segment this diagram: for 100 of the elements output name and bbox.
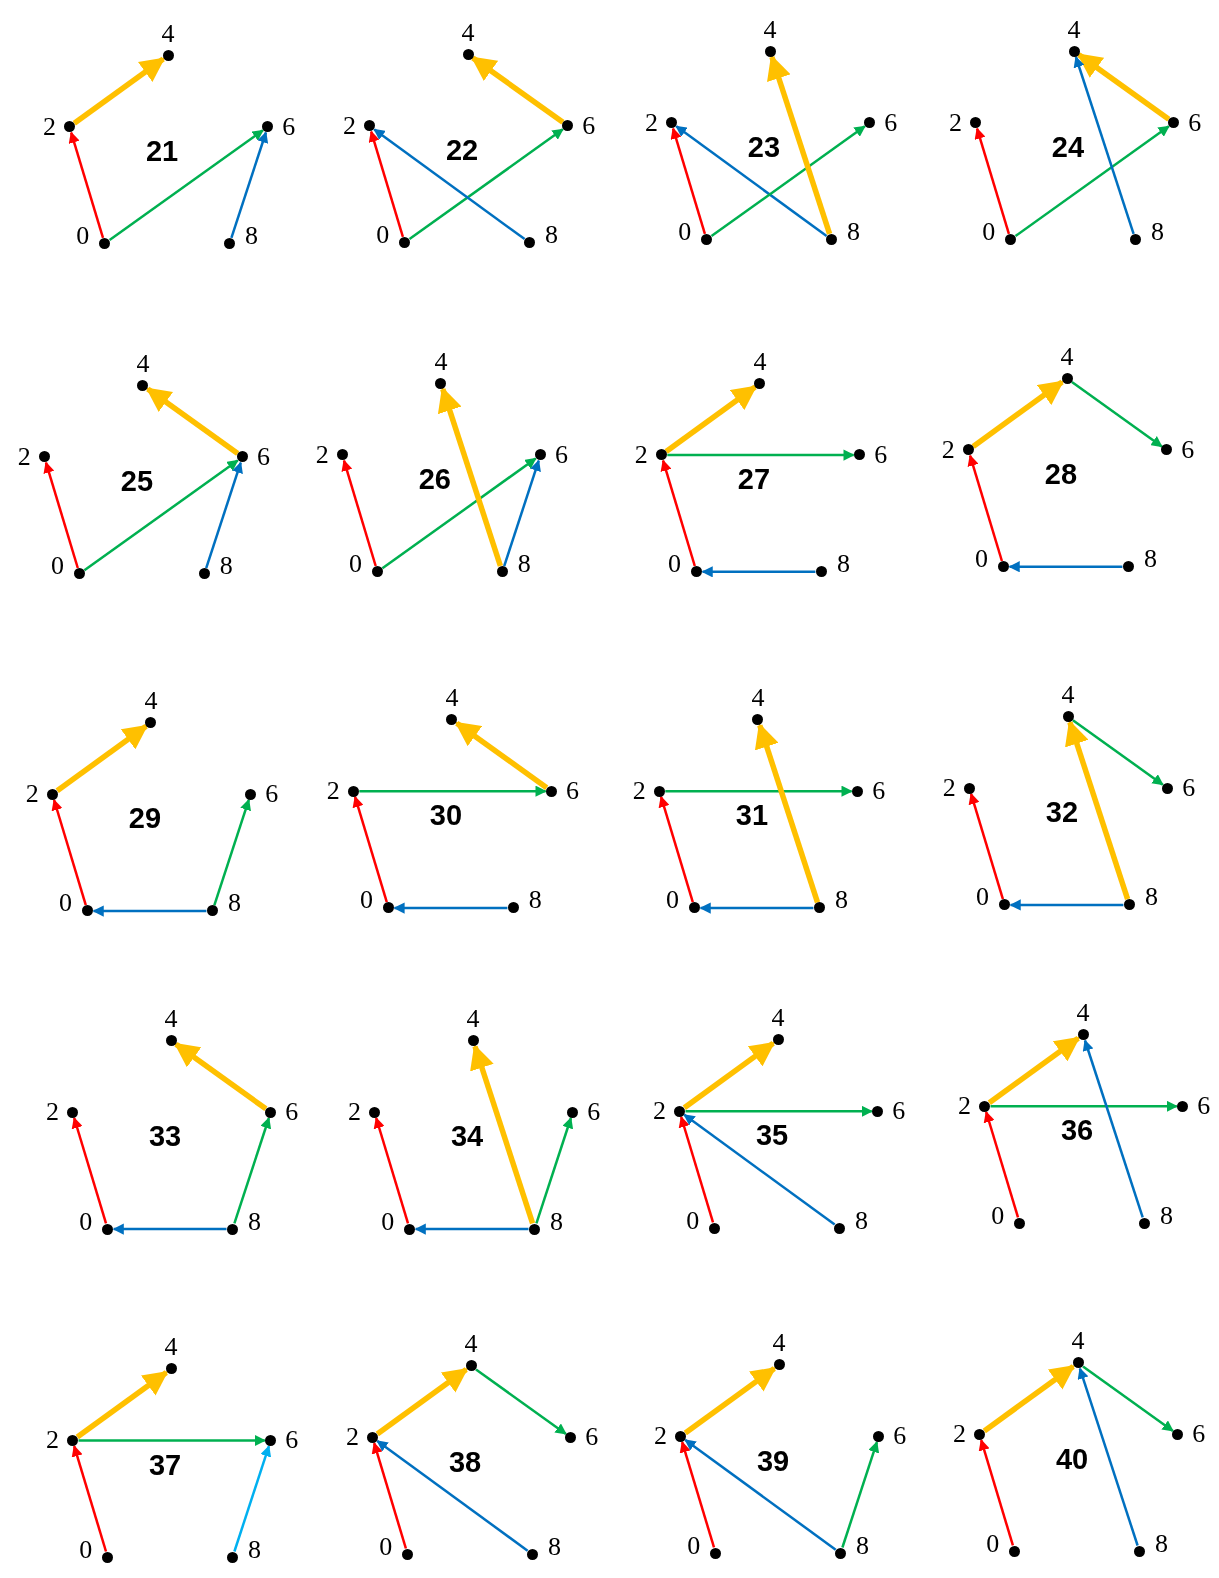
vertex-label: 2 (45, 1099, 59, 1126)
vertex-label: 4 (164, 1006, 178, 1033)
vertex-label: 8 (245, 223, 258, 250)
vertex-label: 4 (1071, 1328, 1085, 1355)
arrow (68, 131, 105, 239)
vertex-label: 2 (652, 1098, 666, 1125)
panel-number: 31 (735, 800, 769, 830)
vertex-label: 4 (751, 685, 765, 712)
vertex-label: 4 (1060, 343, 1074, 370)
vertex-label: 4 (461, 19, 475, 46)
vertex-label: 2 (942, 775, 956, 802)
arrow (675, 125, 828, 237)
vertex-label: 6 (285, 1427, 299, 1454)
panel-number: 32 (1045, 797, 1079, 827)
vertex-label: 0 (348, 551, 362, 578)
arrow (408, 128, 564, 241)
vertex-label: 6 (893, 1423, 907, 1450)
arrow (72, 56, 166, 126)
vertex-label: 8 (1144, 884, 1158, 911)
arrow (699, 902, 814, 914)
vertex-label: 8 (544, 222, 558, 249)
arrow (535, 1116, 574, 1224)
arrow (213, 798, 251, 906)
vertex-label: 0 (687, 1532, 701, 1559)
vertex-label: 0 (79, 1208, 93, 1235)
vertex-label: 0 (975, 546, 989, 573)
arrow (368, 130, 405, 238)
arrow (679, 1441, 716, 1548)
arrow (233, 1445, 272, 1552)
panel-number: 35 (755, 1120, 789, 1150)
vertex-label: 4 (1067, 16, 1081, 43)
vertex-label: 0 (991, 1202, 1005, 1229)
arrow (230, 131, 269, 239)
vertex-label: 0 (668, 551, 682, 578)
vertex-label: 8 (528, 887, 542, 914)
arrow (710, 125, 866, 238)
vertex-label: 8 (248, 1208, 261, 1235)
arrow (664, 384, 758, 454)
arrow (341, 459, 377, 567)
arrow (371, 1442, 408, 1549)
arrow (1072, 719, 1164, 786)
vertex-label: 6 (1182, 775, 1196, 802)
arrow (983, 1110, 1020, 1218)
arrow (1076, 52, 1171, 122)
panel-number: 25 (120, 466, 153, 496)
vertex-label: 2 (941, 436, 955, 463)
vertex-label: 0 (379, 1533, 393, 1560)
vertex-label: 2 (345, 1424, 359, 1451)
vertex-label: 8 (248, 1536, 261, 1563)
arrow (974, 127, 1011, 235)
panel-number: 39 (756, 1446, 790, 1476)
vertex-label: 8 (834, 887, 848, 914)
panel-number: 29 (128, 803, 162, 833)
arrow (145, 386, 240, 456)
vertex-label: 8 (550, 1208, 563, 1235)
vertex-label: 0 (976, 884, 990, 911)
arrow (454, 720, 549, 790)
panel-number: 30 (429, 800, 463, 830)
arrow (108, 129, 264, 242)
vertex-label: 8 (836, 551, 850, 578)
vertex-label: 4 (144, 688, 158, 715)
arrow (78, 1434, 266, 1447)
panel-number: 23 (747, 132, 781, 162)
arrow (51, 798, 87, 906)
vertex-label: 2 (25, 781, 39, 808)
arrow (233, 1116, 272, 1224)
vertex-label: 0 (381, 1208, 395, 1235)
vertex-label: 2 (17, 444, 31, 470)
arrow (660, 459, 696, 567)
vertex-label: 0 (678, 219, 692, 246)
arrow (1071, 381, 1163, 448)
arrow (971, 379, 1065, 449)
arrow (174, 1042, 268, 1112)
arrow (112, 1223, 227, 1235)
arrow (375, 1367, 469, 1437)
vertex-label: 4 (753, 349, 767, 375)
vertex-label: 6 (282, 113, 296, 140)
vertex-label: 4 (466, 1006, 480, 1033)
vertex-label: 4 (445, 685, 459, 712)
arrow (1073, 55, 1135, 235)
arrow (75, 1370, 169, 1440)
vertex-label: 8 (1160, 1202, 1173, 1229)
vertex-label: 2 (632, 778, 646, 805)
vertex-label: 6 (1188, 109, 1202, 136)
arrow (968, 792, 1005, 900)
panel-number: 37 (148, 1450, 182, 1480)
vertex-label: 2 (342, 112, 356, 139)
arrow (475, 1368, 567, 1435)
vertex-label: 2 (952, 1421, 966, 1448)
vertex-label: 2 (326, 778, 340, 805)
vertex-label: 0 (666, 887, 680, 914)
arrow (414, 1223, 529, 1235)
vertex-label: 6 (585, 1424, 599, 1451)
arrow (754, 723, 821, 904)
panel-number: 36 (1060, 1115, 1094, 1145)
arrow (978, 1439, 1015, 1546)
vertex-label: 8 (855, 1207, 868, 1234)
arrow (987, 1036, 1081, 1105)
vertex-label: 6 (285, 1099, 299, 1126)
panel-number: 34 (450, 1121, 484, 1151)
